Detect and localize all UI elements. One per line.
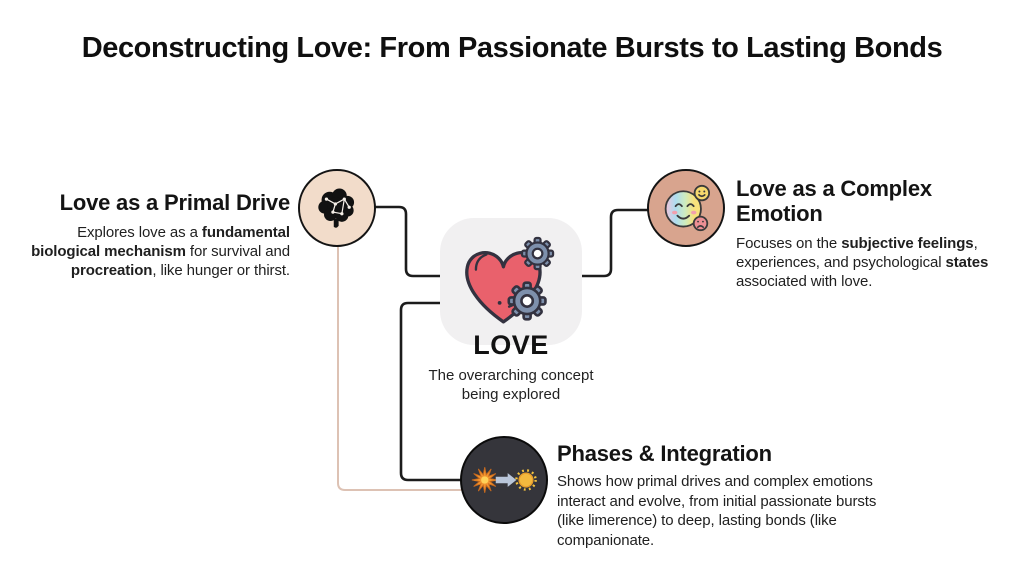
connector-center-to-phases	[399, 301, 463, 482]
heart-gears-icon	[465, 236, 555, 323]
connector-primal-to-center	[373, 205, 441, 278]
center-love-node	[440, 218, 582, 345]
arrow-right-shape	[495, 473, 517, 487]
complex-emotion-node	[647, 169, 725, 247]
brain-network-icon	[318, 188, 355, 228]
connector-center-to-complex	[581, 208, 648, 278]
desc-segment: associated with love.	[736, 273, 873, 290]
center-love-label: LOVE	[473, 330, 549, 360]
accent-connector-primal-to-phases	[337, 245, 505, 491]
phases-integration-heading: Phases & Integration	[557, 441, 772, 466]
desc-segment-bold: states	[945, 254, 989, 271]
sun-shape	[518, 472, 534, 488]
branch-complex-emotion: Love as a Complex Emotion Focuses on the…	[736, 176, 990, 291]
mood-faces-icon	[664, 184, 711, 232]
phases-integration-node	[460, 436, 548, 524]
center-love-subtitle: The overarching concept being explored	[428, 367, 594, 403]
desc-segment: Shows how primal drives and complex emot…	[557, 473, 877, 549]
phases-integration-description: Shows how primal drives and complex emot…	[557, 472, 902, 550]
primal-drive-heading: Love as a Primal Drive	[59, 190, 291, 215]
desc-segment: , experiences, and psychological	[736, 235, 978, 271]
primal-drive-description: Explores love as a fundamental biologica…	[12, 223, 290, 280]
complex-emotion-heading: Love as a Complex Emotion	[736, 176, 932, 226]
burst-to-sun-icon	[471, 467, 537, 493]
complex-emotion-description: Focuses on the subjective feelings, expe…	[736, 234, 990, 291]
desc-segment-bold: subjective feelings	[841, 235, 974, 252]
desc-segment-bold: procreation	[70, 262, 153, 279]
page-title: Deconstructing Love: From Passionate Bur…	[81, 32, 943, 64]
branch-phases-integration: Phases & Integration Shows how primal dr…	[557, 441, 902, 550]
desc-segment-bold: fundamental biological mechanism	[31, 224, 290, 260]
desc-segment: for survival and	[185, 243, 290, 260]
primal-drive-node	[298, 169, 376, 247]
branch-primal-drive: Love as a Primal Drive Explores love as …	[12, 190, 290, 280]
desc-segment: Explores love as a	[77, 224, 202, 241]
desc-segment: Focuses on the	[736, 235, 842, 252]
desc-segment: , like hunger or thirst.	[152, 262, 290, 279]
